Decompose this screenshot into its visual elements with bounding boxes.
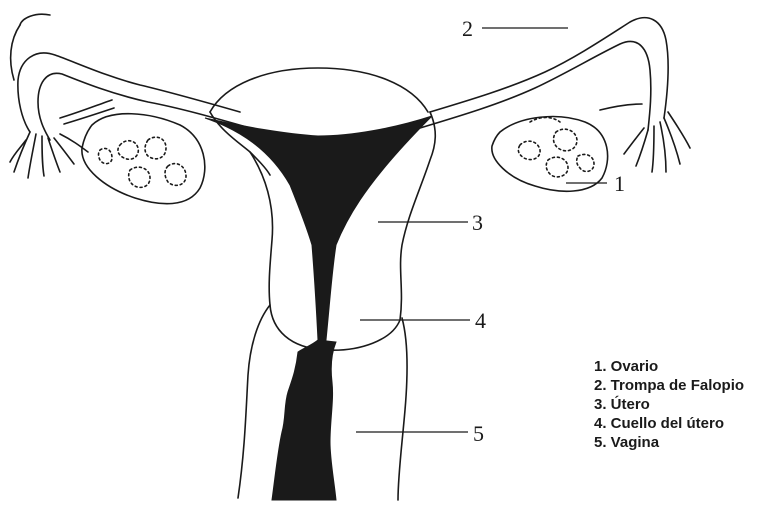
right-ovary [492,117,608,192]
legend-item-vagina: 5. Vagina [594,433,744,452]
uterine-cavity [205,116,432,500]
legend-item-cervix: 4. Cuello del útero [594,414,744,433]
callout-1-number: 1 [614,171,625,196]
legend-item-ovary: 1. Ovario [594,357,744,376]
diagram-legend: 1. Ovario 2. Trompa de Falopio 3. Útero … [594,357,744,452]
callout-3-number: 3 [472,210,483,235]
callout-5-number: 5 [473,421,484,446]
left-ovary [82,114,205,204]
right-fallopian-tube [420,18,690,172]
callout-2-number: 2 [462,16,473,41]
left-fallopian-tube [10,14,250,178]
legend-item-uterus: 3. Útero [594,395,744,414]
callout-4-number: 4 [475,308,486,333]
legend-item-fallopian-tube: 2. Trompa de Falopio [594,376,744,395]
